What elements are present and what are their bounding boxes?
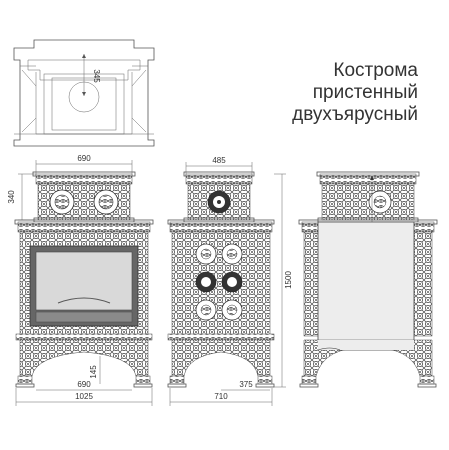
front-total-width-label: 1025 bbox=[75, 392, 93, 401]
front-top-height-label: 340 bbox=[7, 190, 16, 204]
title-line-3: двухъярусный bbox=[292, 104, 418, 125]
front-top-width-label: 690 bbox=[77, 154, 91, 163]
back-view bbox=[298, 171, 438, 388]
front-view: 690 340 690 145 bbox=[7, 154, 154, 406]
product-title: Кострома пристенный двухъярусный bbox=[292, 60, 418, 125]
side-view: 485 bbox=[167, 156, 293, 406]
plan-depth-label: 345 bbox=[92, 69, 101, 83]
back-panel bbox=[317, 221, 415, 351]
side-height-label: 1500 bbox=[284, 271, 293, 289]
front-leg-height-label: 145 bbox=[89, 365, 98, 379]
side-top-width-label: 485 bbox=[212, 156, 226, 165]
title-line-2: пристенный bbox=[313, 82, 418, 103]
side-rosettes bbox=[195, 243, 243, 321]
plan-view: 345 bbox=[13, 39, 155, 147]
front-bottom-width-label: 690 bbox=[77, 380, 91, 389]
title-line-1: Кострома bbox=[333, 60, 418, 81]
side-bottom-depth-label: 375 bbox=[239, 380, 253, 389]
firebox-glass bbox=[35, 251, 133, 311]
side-total-depth-label: 710 bbox=[214, 392, 228, 401]
